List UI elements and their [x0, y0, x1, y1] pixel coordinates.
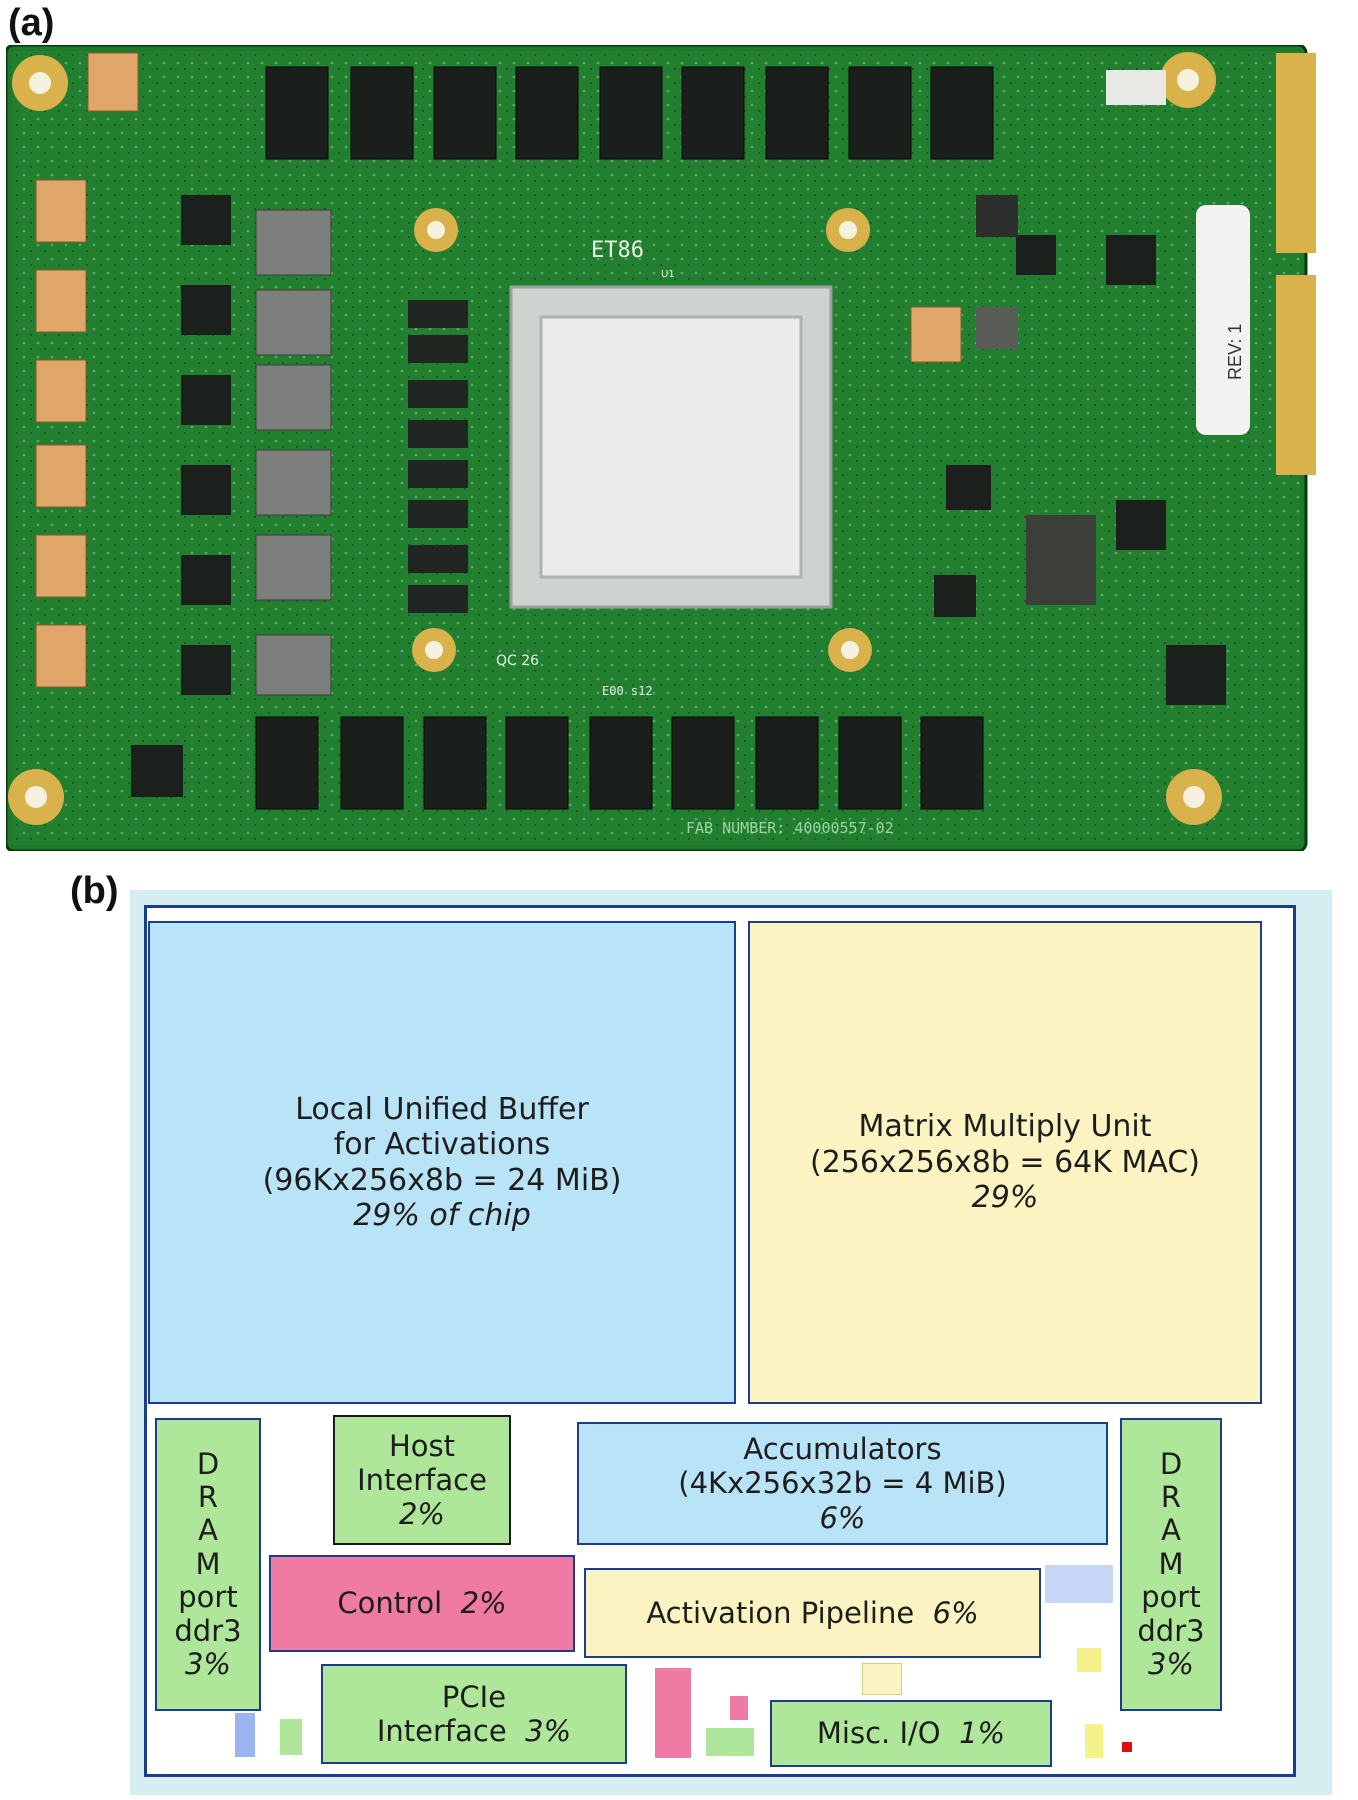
memory-chips-bottom [255, 716, 984, 810]
chip-marking: ET86 [591, 238, 644, 263]
misc-io-block: Misc. I/O 1% [770, 1700, 1052, 1767]
small-block-red [1122, 1742, 1132, 1752]
panel-b-label: (b) [70, 870, 119, 912]
pcie-interface-block: PCIe Interface 3% [321, 1664, 627, 1764]
power-inductor [1026, 515, 1096, 605]
dram-port-left-block: D R A M port ddr3 3% [155, 1418, 261, 1711]
matrix-multiply-unit-block: Matrix Multiply Unit (256x256x8b = 64K M… [748, 921, 1262, 1404]
small-block-blue2 [1045, 1565, 1113, 1603]
svg-text:E00 s12: E00 s12 [602, 684, 653, 698]
small-block-green [706, 1728, 754, 1756]
small-block-green2 [280, 1719, 302, 1755]
qc-stamp: QC 26 [496, 653, 539, 669]
svg-text:U1: U1 [661, 269, 675, 280]
memory-chips-top [265, 66, 994, 160]
pcb-photo: REV: 1 ET86 U1 E00 s12 QC 26 FAB NUMBER:… [6, 45, 1316, 851]
small-block-yellow3 [1085, 1724, 1103, 1758]
rev-text: REV: 1 [1225, 324, 1245, 380]
panel-a-label: (a) [8, 2, 55, 44]
host-interface-block: Host Interface 2% [333, 1415, 511, 1545]
accumulators-block: Accumulators (4Kx256x32b = 4 MiB) 6% [577, 1422, 1108, 1545]
small-block-yellow [862, 1663, 902, 1695]
tpu-floorplan: Local Unified Buffer for Activations (96… [130, 890, 1332, 1795]
small-block-pink2 [730, 1696, 748, 1720]
inductors [255, 209, 332, 696]
dram-port-right-block: D R A M port ddr3 3% [1120, 1418, 1222, 1711]
fab-number: FAB NUMBER: 40000557-02 [686, 819, 894, 837]
activation-pipeline-block: Activation Pipeline 6% [584, 1568, 1041, 1658]
control-block: Control 2% [269, 1555, 575, 1652]
local-unified-buffer-block: Local Unified Buffer for Activations (96… [148, 921, 736, 1404]
edge-connector-bottom [1276, 275, 1316, 475]
small-block-pink [655, 1668, 691, 1758]
edge-connector-top [1276, 53, 1316, 253]
small-block-blue [235, 1713, 255, 1757]
mounting-holes [8, 52, 1222, 825]
rev-sticker [1196, 205, 1250, 435]
small-ics [131, 195, 1226, 797]
tantalum-capacitors [35, 52, 962, 688]
small-block-yellow2 [1077, 1648, 1101, 1672]
